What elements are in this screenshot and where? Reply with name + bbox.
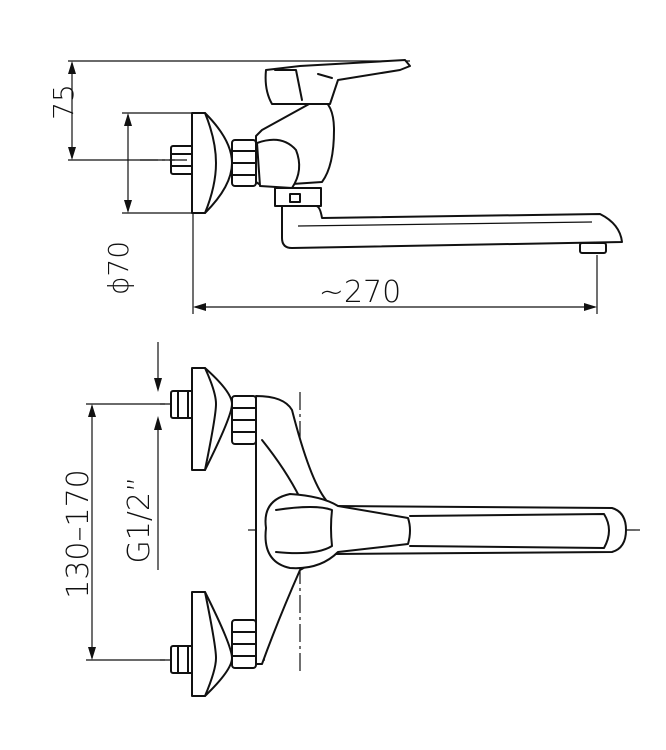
thread-size-label: G1/2” (122, 476, 157, 563)
height-offset-label: 75 (47, 84, 80, 120)
centre-distance-label: 130–170 (61, 469, 96, 599)
overall-length-label: ~270 (319, 275, 401, 310)
flange-diameter-label: ϕ70 (102, 241, 135, 295)
side-view: 75 ϕ70 ~270 (47, 59, 623, 314)
top-view: 130–170 G1/2” (61, 342, 640, 697)
